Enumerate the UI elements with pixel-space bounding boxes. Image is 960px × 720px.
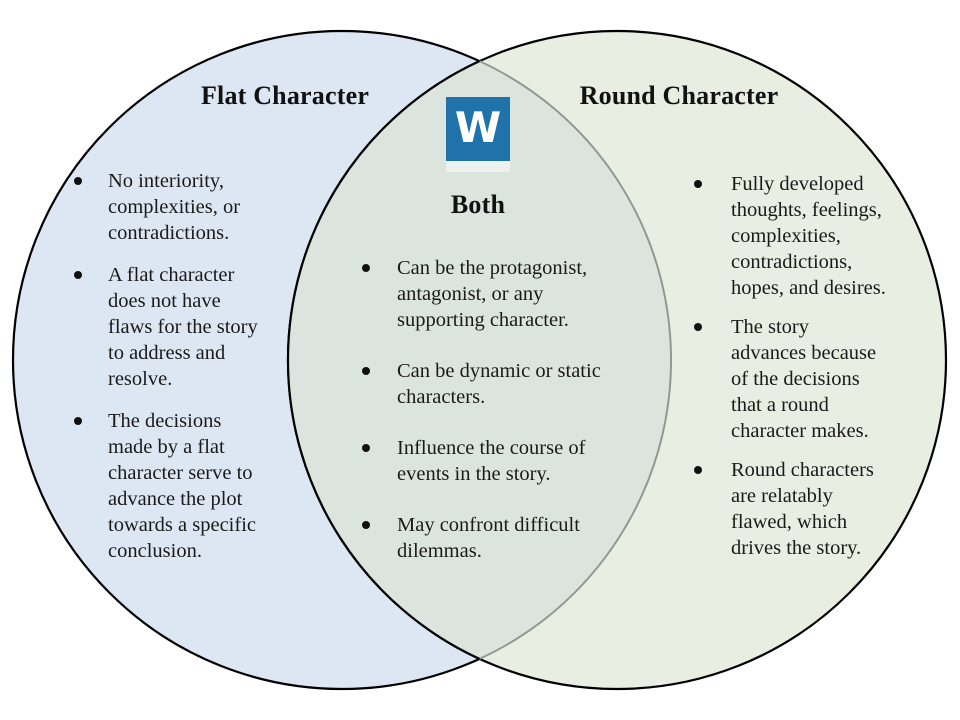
bullet-icon xyxy=(74,271,82,279)
bullet-icon xyxy=(362,264,370,272)
list-item-text: Influence the course of events in the st… xyxy=(397,437,586,485)
overlap-title: Both xyxy=(450,190,506,219)
list-item-text: No interiority, complexities, or contrad… xyxy=(108,170,241,244)
overlap-arc-left-circle xyxy=(479,60,673,660)
list-item-text: Fully developed thoughts, feelings, comp… xyxy=(731,173,886,299)
list-item-text: Can be the protagonist, antagonist, or a… xyxy=(397,257,588,331)
list-item: No interiority, complexities, or contrad… xyxy=(74,168,258,246)
list-item: The story advances because of the decisi… xyxy=(694,314,886,444)
list-item: Can be the protagonist, antagonist, or a… xyxy=(362,255,601,333)
bullet-icon xyxy=(694,180,702,188)
bullet-icon xyxy=(74,177,82,185)
w-logo-letter: W xyxy=(454,103,502,152)
list-item-text: A flat character does not have flaws for… xyxy=(108,264,258,390)
list-item: Influence the course of events in the st… xyxy=(362,435,601,487)
bullet-icon xyxy=(362,521,370,529)
bullet-icon xyxy=(74,417,82,425)
list-item-text: The decisions made by a flat character s… xyxy=(108,410,256,562)
list-item: A flat character does not have flaws for… xyxy=(74,262,258,392)
both-list: Can be the protagonist, antagonist, or a… xyxy=(362,255,601,564)
bullet-icon xyxy=(362,444,370,452)
bullet-icon xyxy=(694,323,702,331)
list-item: Round characters are relatably flawed, w… xyxy=(694,457,886,561)
overlap-region xyxy=(287,61,672,659)
bullet-icon xyxy=(362,367,370,375)
list-item-text: Can be dynamic or static characters. xyxy=(397,360,601,408)
bullet-icon xyxy=(694,466,702,474)
flat-character-list: No interiority, complexities, or contrad… xyxy=(74,168,258,564)
list-item: The decisions made by a flat character s… xyxy=(74,408,258,564)
list-item-text: The story advances because of the decisi… xyxy=(731,316,877,442)
right-circle-title: Round Character xyxy=(579,81,779,110)
list-item: Fully developed thoughts, feelings, comp… xyxy=(694,171,886,301)
overlap-arc-right-circle xyxy=(286,60,480,660)
w-logo-strip xyxy=(446,161,510,172)
round-character-list: Fully developed thoughts, feelings, comp… xyxy=(694,171,886,561)
list-item: May confront difficult dilemmas. xyxy=(362,512,601,564)
w-logo: W xyxy=(446,97,510,161)
list-item: Can be dynamic or static characters. xyxy=(362,358,601,410)
list-item-text: May confront difficult dilemmas. xyxy=(397,514,580,562)
list-item-text: Round characters are relatably flawed, w… xyxy=(731,459,874,559)
left-circle-title: Flat Character xyxy=(200,81,370,110)
